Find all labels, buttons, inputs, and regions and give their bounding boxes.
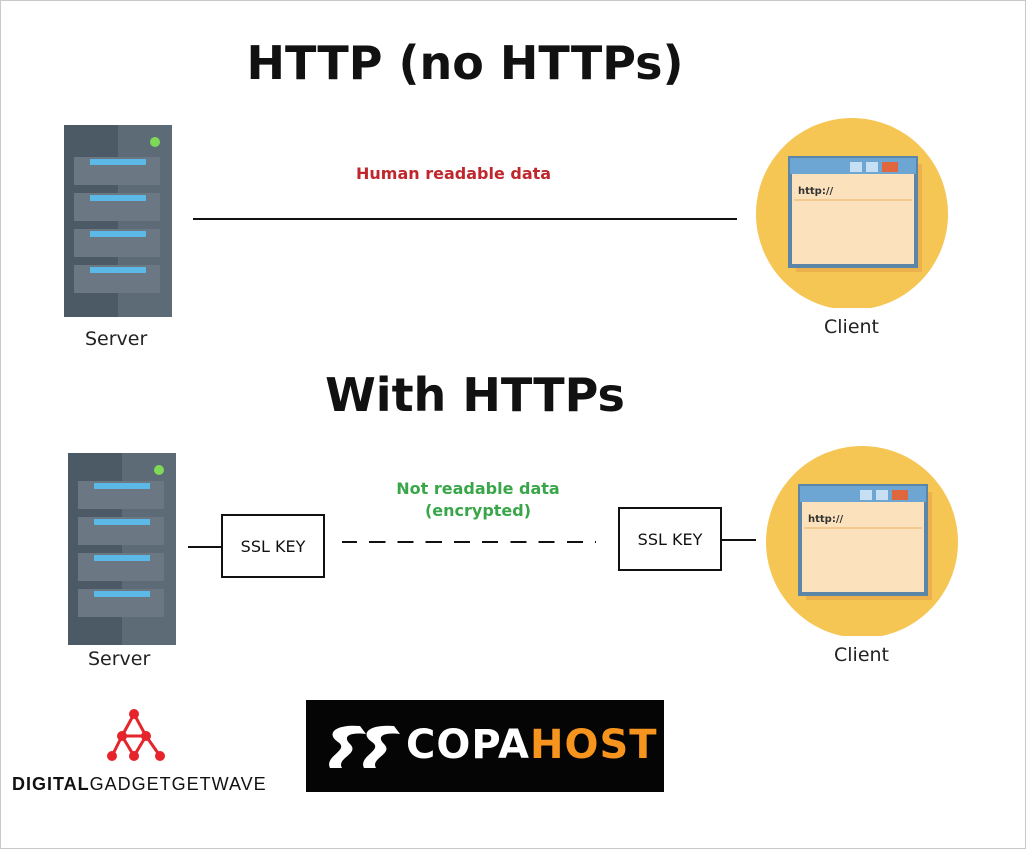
human-readable-note: Human readable data: [356, 164, 552, 183]
not-readable-line1: Not readable data: [396, 479, 560, 498]
encrypted-connection-line: [342, 541, 596, 543]
copahost-wordmark: COPAHOST: [406, 722, 658, 768]
ssl-key-box-right: SSL KEY: [618, 507, 722, 571]
client-browser-icon: http://: [766, 446, 958, 636]
server-label: Server: [88, 648, 151, 670]
not-readable-note: Not readable data (encrypted): [378, 478, 578, 522]
copahost-logo: COPAHOST: [306, 700, 664, 792]
digitalgadgetgetwave-logo: DIGITALGADGETGETWAVE: [8, 704, 278, 796]
https-title: With HTTPs: [325, 368, 625, 422]
copahost-wordmark-orange: HOST: [529, 722, 658, 768]
server-icon: [68, 453, 176, 645]
network-logo-icon: [107, 709, 165, 761]
ddg-wordmark: DIGITALGADGETGETWAVE: [12, 774, 267, 795]
copahost-swoosh-icon: [329, 725, 400, 768]
ddg-wordmark-bold: DIGITAL: [12, 774, 90, 794]
connection-line: [193, 218, 737, 220]
client-browser-icon: http://: [756, 118, 948, 308]
client-label: Client: [834, 644, 890, 666]
client-label: Client: [824, 316, 880, 338]
http-title: HTTP (no HTTPs): [246, 36, 684, 90]
ssl-client-link: [722, 539, 756, 541]
server-ssl-link: [188, 546, 221, 548]
browser-url-text: http://: [808, 514, 843, 525]
not-readable-line2: (encrypted): [424, 501, 532, 520]
server-label: Server: [85, 328, 148, 350]
ssl-key-box-left: SSL KEY: [221, 514, 325, 578]
ddg-wordmark-light: GADGETGETWAVE: [89, 774, 267, 794]
server-icon: [64, 125, 172, 317]
browser-url-text: http://: [798, 186, 833, 197]
copahost-wordmark-white: COPA: [406, 722, 530, 768]
